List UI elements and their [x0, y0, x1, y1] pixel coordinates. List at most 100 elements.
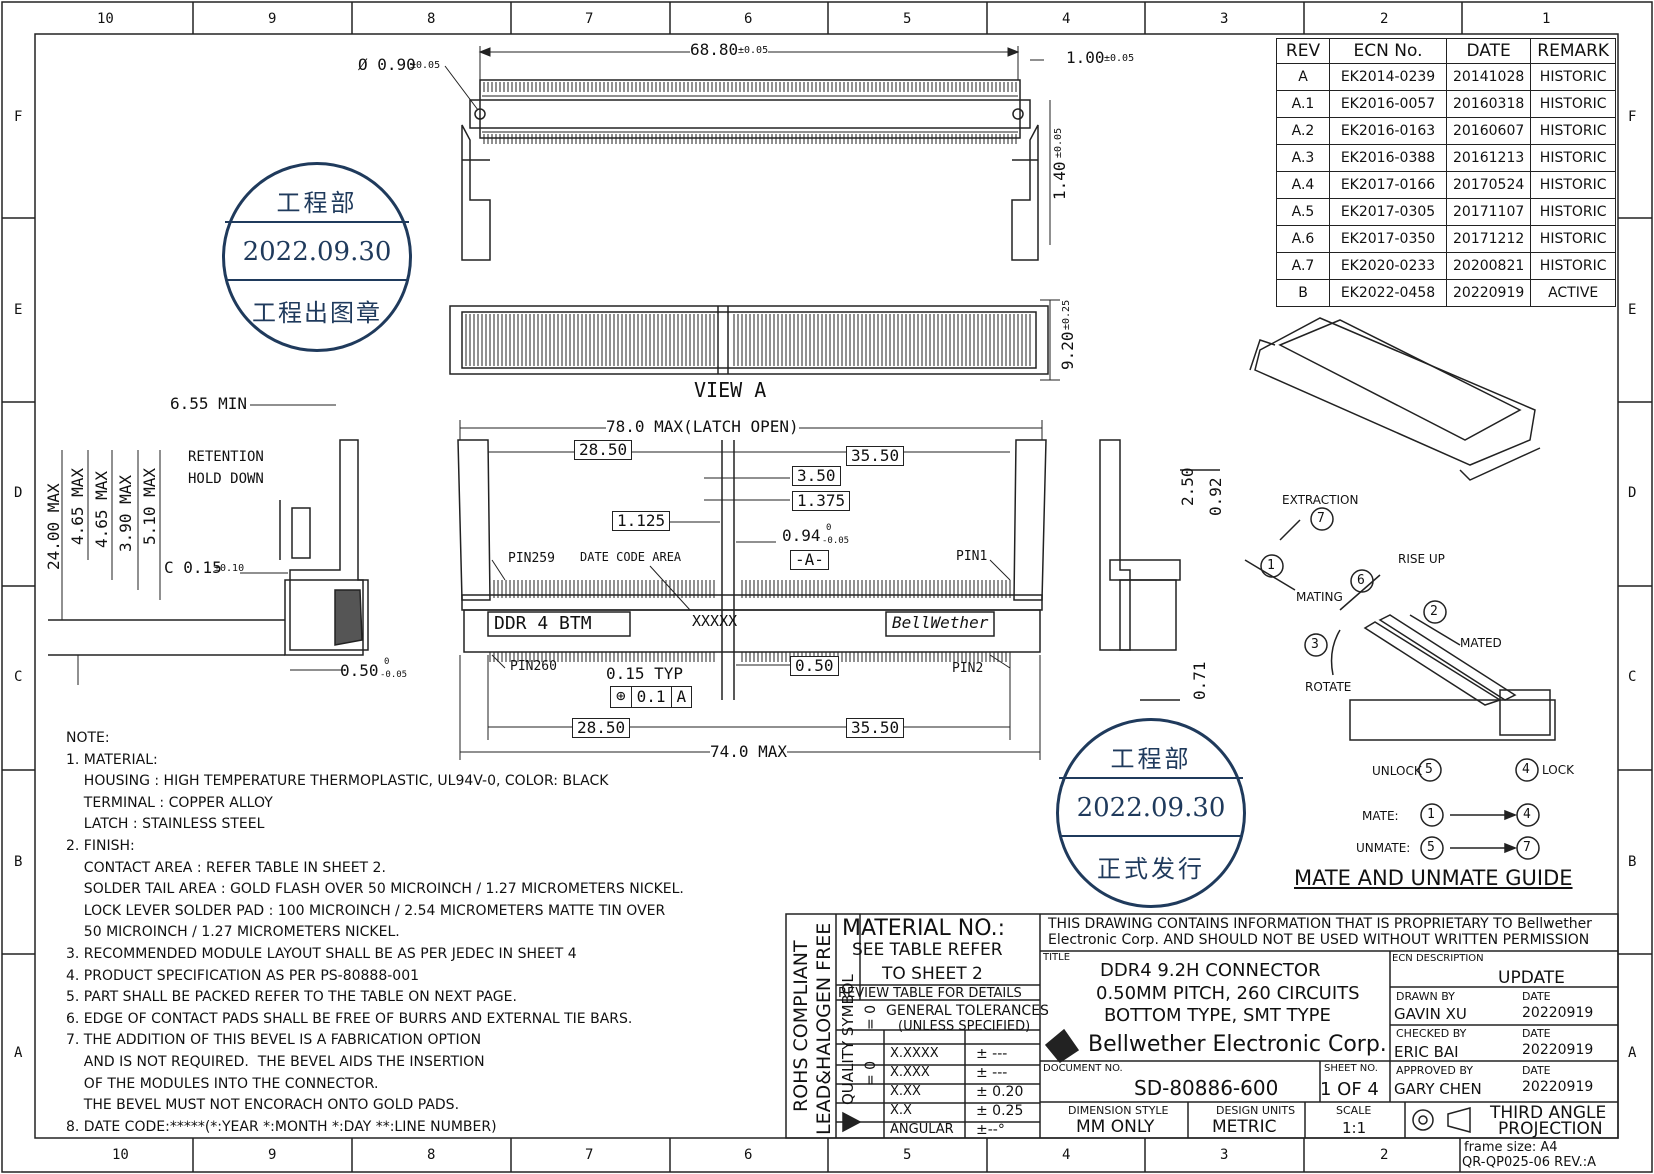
- title-line3: BOTTOM TYPE, SMT TYPE: [1104, 1005, 1331, 1026]
- datum-a: -A-: [790, 550, 829, 570]
- pin259-label: PIN259: [508, 551, 555, 566]
- dim-hole-tol: ±0.05: [410, 60, 441, 71]
- revision-cell: HISTORIC: [1530, 225, 1617, 253]
- zone-label: 2: [1380, 1147, 1389, 1163]
- tolerance-format: X.X: [890, 1103, 912, 1118]
- stamp-dept: 工程部: [276, 189, 358, 217]
- dim-050-tol-top: 0: [384, 657, 390, 667]
- revision-cell: EK2016-0057: [1329, 90, 1447, 118]
- zone-label: 2: [1380, 11, 1389, 27]
- step-number: 5: [1425, 762, 1433, 777]
- revision-cell: EK2017-0166: [1329, 171, 1447, 199]
- dim-max-open: 78.0 MAX(LATCH OPEN): [606, 417, 799, 436]
- zone-label: 9: [268, 1147, 277, 1163]
- sheet-no-label: SHEET NO.: [1324, 1063, 1378, 1074]
- proprietary-line1: THIS DRAWING CONTAINS INFORMATION THAT I…: [1048, 916, 1592, 932]
- tolerance-value: ± 0.25: [976, 1103, 1024, 1119]
- dim-right-3550: 35.50: [846, 446, 905, 466]
- left-side-view: [48, 439, 369, 656]
- revision-cell: HISTORIC: [1530, 63, 1617, 91]
- note-line: OF THE MODULES INTO THE CONNECTOR.: [66, 1075, 379, 1092]
- note-line: 7. THE ADDITION OF THIS BEVEL IS A FABRI…: [66, 1032, 482, 1049]
- unlock-label: UNLOCK: [1372, 764, 1422, 778]
- approved-by: GARY CHEN: [1394, 1080, 1482, 1098]
- to-sheet-label: TO SHEET 2: [882, 964, 983, 984]
- step-number: 4: [1523, 807, 1531, 822]
- note-line: LOCK LEVER SOLDER PAD : 100 MICROINCH / …: [66, 902, 666, 919]
- dim-74-max: 74.0 MAX: [710, 742, 788, 761]
- position-tolerance-frame: ⊕ 0.1 A: [610, 686, 693, 708]
- stamp-label: 工程出图章: [252, 299, 382, 327]
- tolerance-format: X.XX: [890, 1084, 921, 1099]
- revision-cell: HISTORIC: [1530, 144, 1617, 172]
- left-side-dimensions: [61, 404, 345, 685]
- revision-cell: EK2016-0388: [1329, 144, 1447, 172]
- revision-cell: A.5: [1276, 198, 1330, 226]
- revision-header: REMARK: [1530, 38, 1617, 64]
- material-no-label: MATERIAL NO.:: [842, 916, 1006, 941]
- scale-label: SCALE: [1336, 1104, 1372, 1117]
- step-number: 7: [1523, 840, 1531, 855]
- tolerance-format: X.XXXX: [890, 1046, 939, 1061]
- quality-triangle: [842, 1111, 862, 1133]
- note-line: LATCH : STAINLESS STEEL: [66, 816, 265, 833]
- revision-cell: A.7: [1276, 252, 1330, 280]
- zone-label: 5: [903, 11, 912, 27]
- approved-date-label: DATE: [1522, 1064, 1551, 1077]
- marking-date-code: XXXXX: [692, 612, 738, 630]
- note-line: THE BEVEL MUST NOT ENCORACH ONTO GOLD PA…: [66, 1097, 460, 1114]
- mating-label: MATING: [1296, 590, 1343, 604]
- tolerance-value: ± ---: [976, 1065, 1008, 1081]
- revision-cell: HISTORIC: [1530, 198, 1617, 226]
- mate-label: MATE:: [1362, 809, 1399, 823]
- note-line: NOTE:: [66, 730, 110, 746]
- position-icon: ⊕: [611, 687, 632, 707]
- zone-label: C: [14, 669, 23, 685]
- dim-length: 68.80: [690, 40, 739, 59]
- view-a-pins: [483, 82, 1017, 144]
- mated-label: MATED: [1460, 636, 1502, 650]
- revision-cell: EK2017-0350: [1329, 225, 1447, 253]
- projection-line2: PROJECTION: [1498, 1119, 1603, 1139]
- zone-label: B: [1628, 854, 1637, 870]
- mate-guide-title: MATE AND UNMATE GUIDE: [1294, 866, 1573, 890]
- dim-250: 2.50: [1178, 467, 1197, 506]
- dim-390: 3.90 MAX: [116, 474, 135, 552]
- revision-cell: 20220919: [1445, 279, 1532, 307]
- design-units-label: DESIGN UNITS: [1216, 1104, 1296, 1117]
- quality-eq2: = 0: [863, 1004, 879, 1030]
- rohs-label: ROHS COMPLIANT: [790, 940, 812, 1112]
- halogen-label: LEAD&HALOGEN FREE: [813, 922, 835, 1135]
- revision-cell: 20171212: [1445, 225, 1532, 253]
- rise-up-label: RISE UP: [1398, 552, 1445, 566]
- revision-cell: 20200821: [1445, 252, 1532, 280]
- revision-cell: EK2017-0305: [1329, 198, 1447, 226]
- zone-label: D: [1628, 485, 1637, 501]
- zone-label: 7: [585, 11, 594, 27]
- zone-label: E: [14, 302, 23, 318]
- revision-cell: EK2014-0239: [1329, 63, 1447, 91]
- revision-cell: HISTORIC: [1530, 171, 1617, 199]
- review-table-label: REVIEW TABLE FOR DETAILS: [838, 986, 1022, 1001]
- stamp-dept: 工程部: [1110, 745, 1192, 773]
- title-line2: 0.50MM PITCH, 260 CIRCUITS: [1096, 983, 1360, 1004]
- note-line: 8. DATE CODE:*****(*:YEAR *:MONTH *:DAY …: [66, 1118, 497, 1135]
- note-line: 1. MATERIAL:: [66, 751, 158, 768]
- step-number: 3: [1311, 637, 1319, 652]
- front-view-drawing: [457, 439, 1047, 700]
- dim-min: 6.55 MIN: [170, 394, 248, 413]
- marking-bellwether: BellWether: [892, 613, 989, 632]
- dim-chamfer-tol: ±0.10: [214, 563, 245, 574]
- rotate-label: ROTATE: [1305, 680, 1352, 694]
- revision-cell: HISTORIC: [1530, 252, 1617, 280]
- zone-label: 5: [903, 1147, 912, 1163]
- zone-label: A: [1628, 1045, 1637, 1061]
- dim-left-2850-bottom: 28.50: [572, 718, 631, 738]
